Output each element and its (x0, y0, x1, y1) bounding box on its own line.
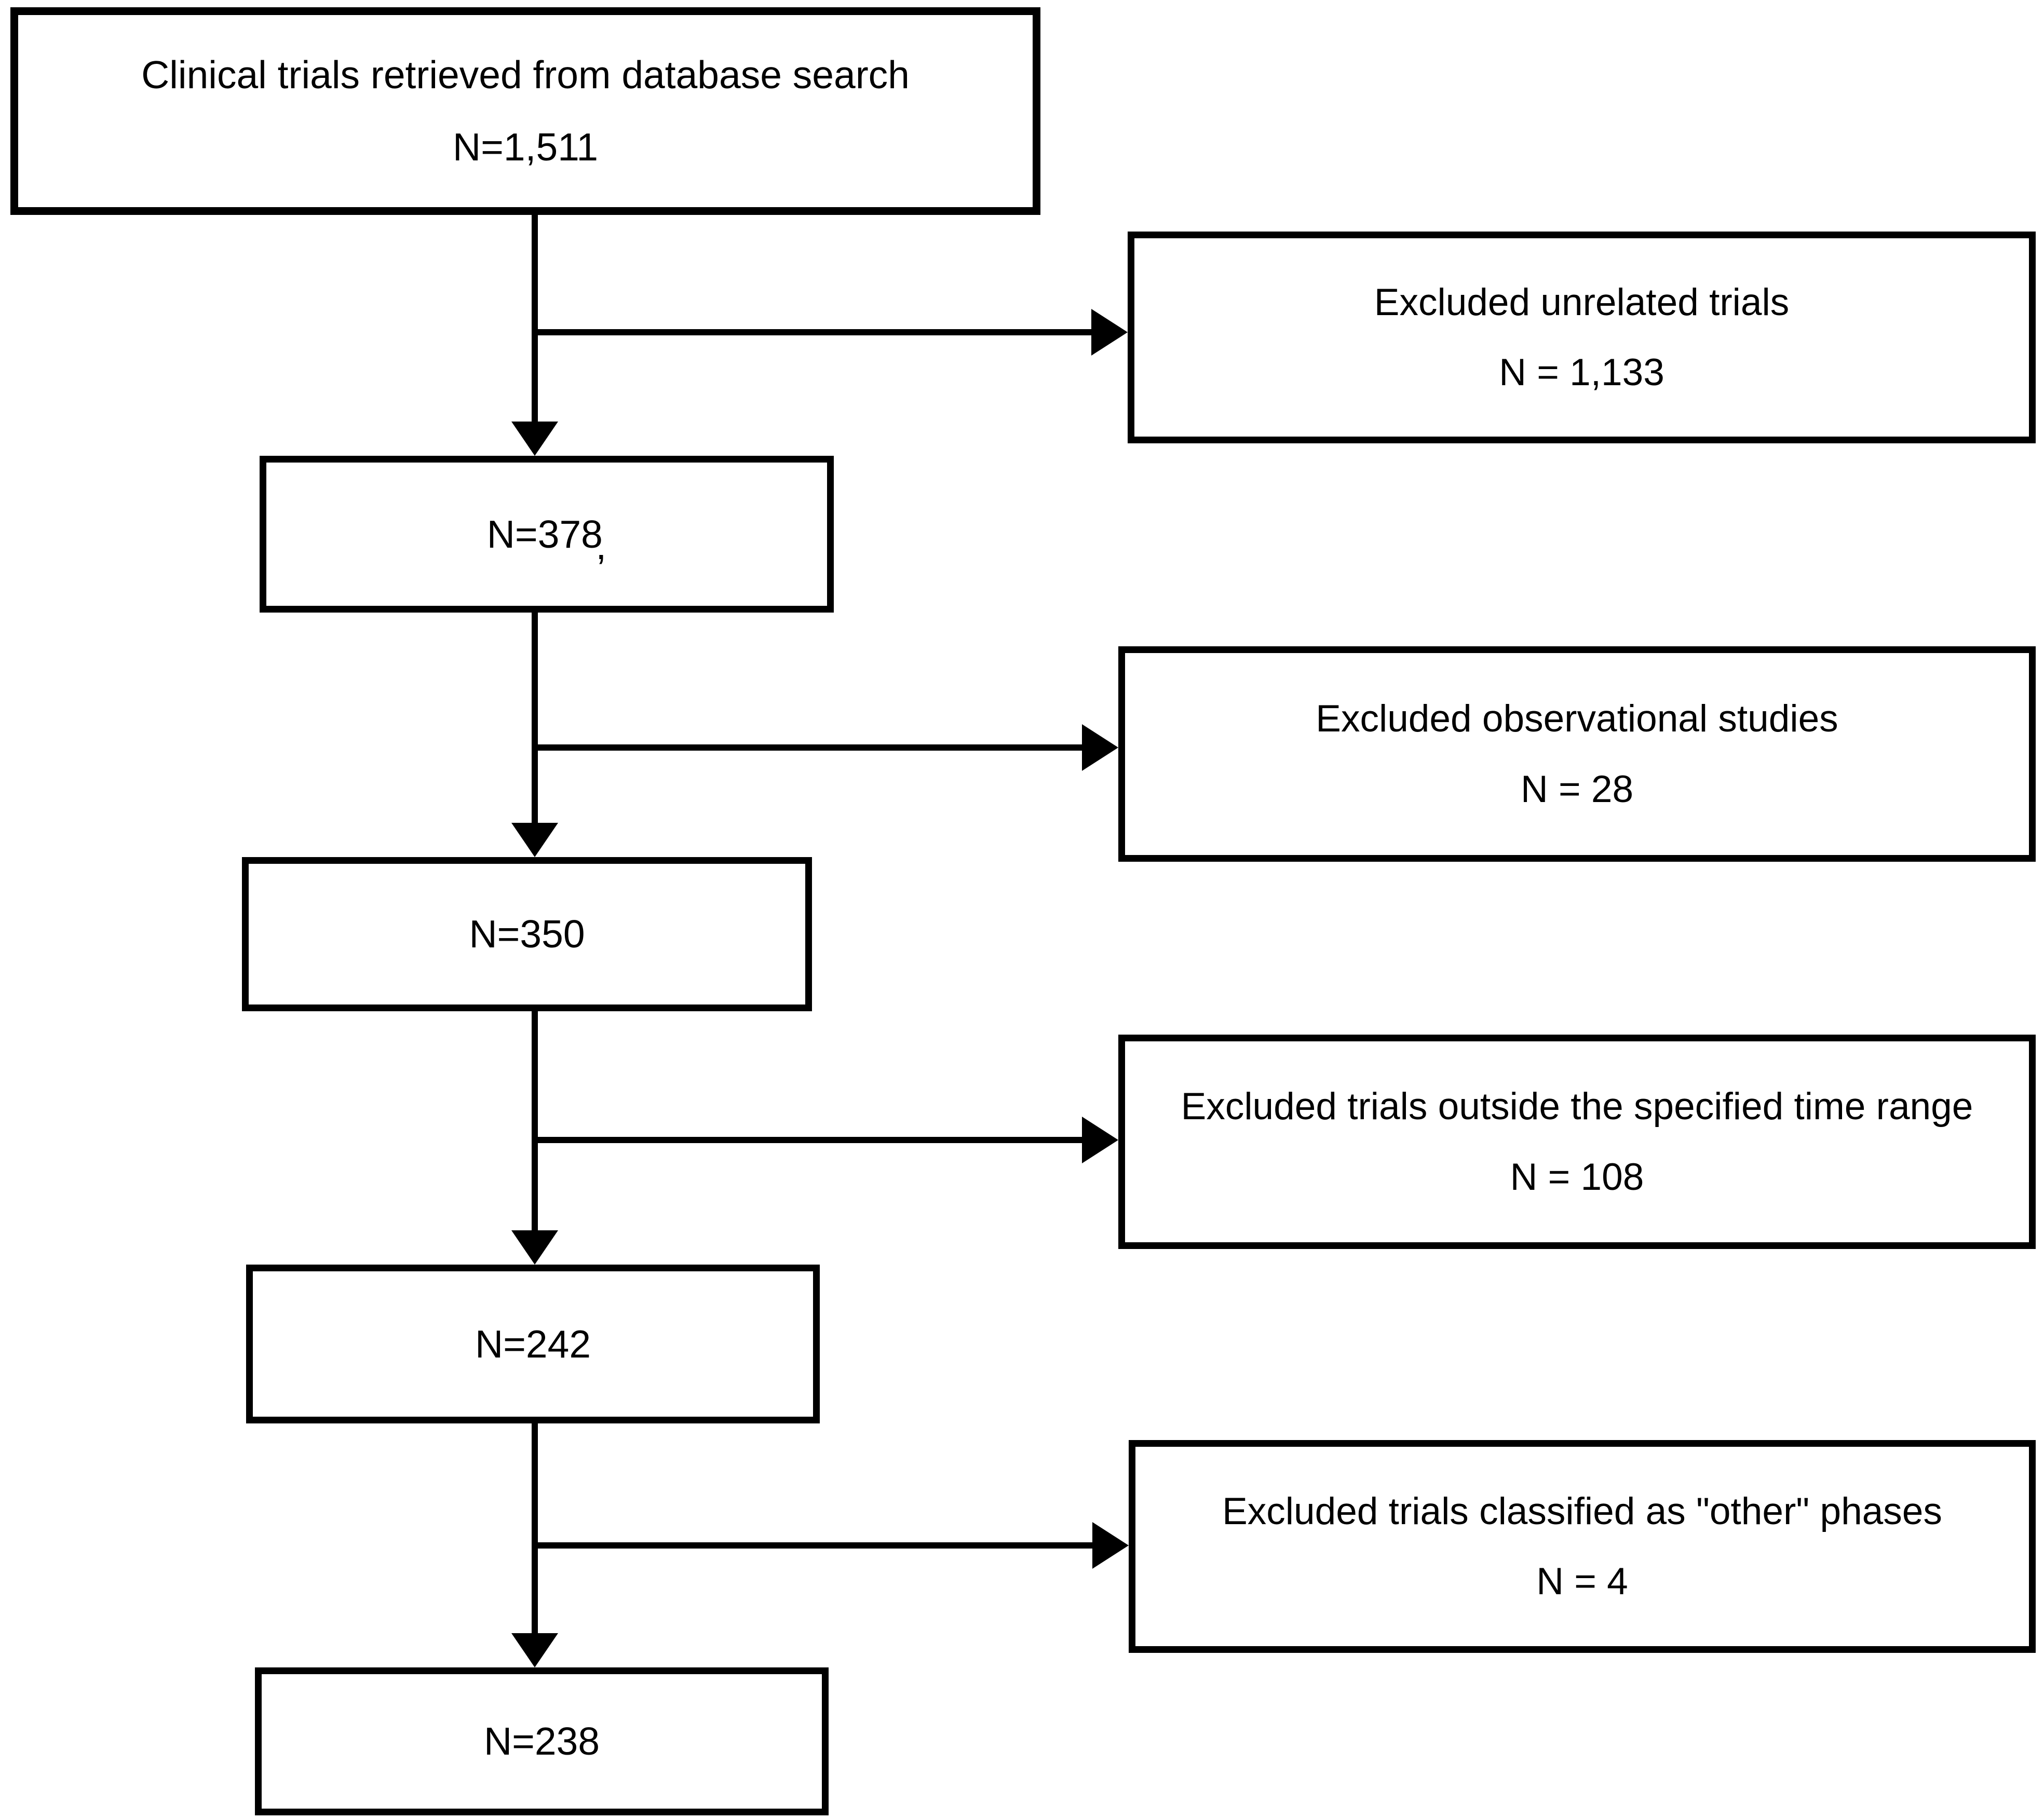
flow-box-excluded-time-range: Excluded trials outside the specified ti… (1118, 1035, 2036, 1249)
box-text-line: Excluded trials classified as "other" ph… (1222, 1490, 1942, 1532)
box-text-line: Clinical trials retrieved from database … (141, 53, 910, 97)
flow-box-n378: N=378, (260, 456, 834, 613)
arrowhead-right-icon (1091, 309, 1128, 356)
arrowhead-right-icon (1082, 724, 1118, 771)
box-count-label: N = 108 (1510, 1156, 1644, 1198)
flow-box-n238: N=238 (255, 1667, 829, 1815)
flow-box-n242: N=242 (246, 1265, 820, 1423)
count-text: N=378 (486, 512, 603, 556)
box-count-label: N=242 (475, 1322, 591, 1366)
arrowhead-down-icon (511, 1633, 558, 1667)
box-count-label: N = 28 (1520, 768, 1634, 810)
stray-comma-mark: , (595, 524, 607, 568)
arrowhead-down-icon (511, 1230, 558, 1265)
connector-line-horizontal (532, 744, 1082, 751)
flow-box-excluded-unrelated: Excluded unrelated trials N = 1,133 (1128, 232, 2036, 443)
connector-line-horizontal (532, 1542, 1092, 1549)
connector-line-horizontal (532, 329, 1091, 335)
connector-line-vertical (532, 1010, 538, 1230)
box-count-label: N=1,511 (452, 125, 599, 169)
connector-line-vertical (532, 1422, 538, 1633)
connector-line-vertical (532, 215, 538, 424)
flow-box-excluded-other-phases: Excluded trials classified as "other" ph… (1129, 1440, 2036, 1653)
flow-box-excluded-observational: Excluded observational studies N = 28 (1118, 646, 2036, 862)
box-text-line: Excluded trials outside the specified ti… (1181, 1085, 1973, 1128)
arrowhead-right-icon (1092, 1522, 1129, 1569)
box-text-line: Excluded observational studies (1316, 698, 1838, 740)
connector-line-horizontal (532, 1137, 1082, 1143)
arrowhead-down-icon (511, 823, 558, 857)
box-count-label: N=238 (483, 1719, 600, 1763)
box-text-line: Excluded unrelated trials (1374, 281, 1790, 323)
box-count-label: N = 1,133 (1499, 351, 1664, 393)
box-count-label: N=378, (487, 498, 606, 571)
arrowhead-right-icon (1082, 1117, 1118, 1163)
connector-line-vertical (532, 612, 538, 823)
box-count-label: N = 4 (1536, 1560, 1628, 1603)
flow-box-retrieved-trials: Clinical trials retrieved from database … (10, 7, 1040, 215)
flow-box-n350: N=350 (242, 857, 812, 1011)
box-count-label: N=350 (469, 912, 585, 956)
arrowhead-down-icon (511, 422, 558, 456)
